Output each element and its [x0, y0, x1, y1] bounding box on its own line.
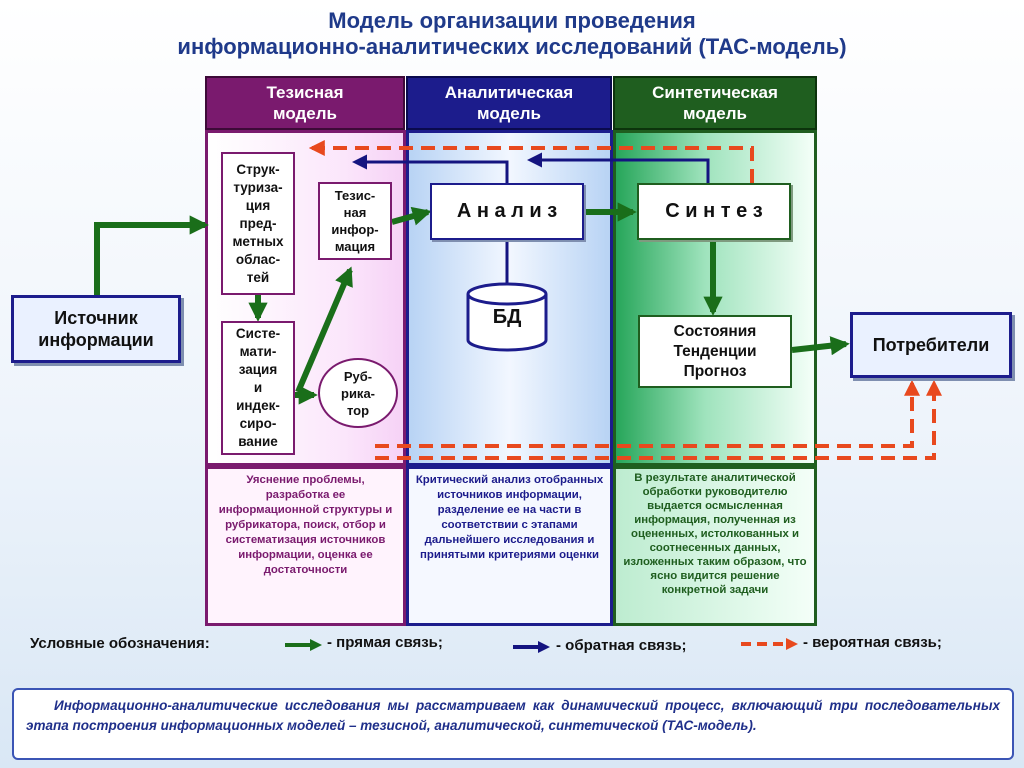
systematization-line: зация: [238, 362, 278, 377]
database-label: БД: [492, 306, 522, 328]
legend-title: Условные обозначения:: [30, 635, 210, 652]
structuring-line: ция: [245, 197, 271, 213]
direct-arrow-states-to-consumers: [791, 336, 850, 356]
synthetic-header-line1: Синтетическая: [652, 83, 778, 102]
analysis-node: А н а л и з: [430, 183, 584, 240]
synthetic-description: В результате аналитической обработки рук…: [613, 466, 817, 626]
systematization-line: Систе-: [235, 326, 281, 341]
rubricator-line: тор: [346, 402, 370, 418]
rubricator-node: Руб-рика-тор: [318, 358, 398, 428]
analytic-header-line2: модель: [476, 104, 541, 123]
database-cylinder-icon: [466, 282, 548, 352]
page-title-line1: Модель организации проведения: [328, 8, 696, 33]
states-line: Состояния: [673, 322, 757, 340]
thesis-header-line2: модель: [272, 104, 337, 123]
thesis-info-node: Тезис-ная инфор-мация: [318, 182, 392, 260]
footnote-text: Информационно-аналитические исследования…: [12, 688, 1014, 760]
thesis-info-line: инфор-: [331, 222, 379, 237]
probable-arrow-feedback-to-consumers: [375, 379, 942, 460]
consumers-node: Потребители: [850, 312, 1012, 378]
analytic-header-line1: Аналитическая: [444, 83, 574, 102]
structuring-node: Струк-туриза-ция пред-метных облас-тей: [221, 152, 295, 295]
direct-arrow-thesis-info-to-analysis: [391, 206, 432, 226]
systematization-line: вание: [238, 434, 278, 449]
states-line: Прогноз: [683, 362, 747, 380]
page-title-line2: информационно-аналитических исследований…: [177, 34, 847, 59]
analytic-model-header: Аналитическая модель: [406, 76, 612, 130]
structuring-line: пред-: [239, 215, 277, 231]
source-line2: информации: [38, 330, 154, 350]
structuring-line: метных: [232, 233, 284, 249]
feedback-arrow-analysis-to-thesis: [352, 154, 509, 183]
thesis-info-line: ная: [343, 205, 367, 220]
legend-feedback-label: - обратная связь;: [556, 637, 687, 654]
structuring-line: тей: [246, 269, 270, 285]
structuring-lines: Струк-туриза-ция пред-метных облас-тей: [232, 161, 283, 287]
thesis-info-line: мация: [334, 239, 376, 254]
direct-arrow-source-to-structuring: [94, 215, 209, 295]
thesis-model-header: Тезисная модель: [205, 76, 405, 130]
legend-direct-label: - прямая связь;: [327, 634, 443, 651]
structuring-line: Струк-: [236, 161, 280, 177]
rubricator-line: рика-: [341, 385, 375, 401]
synthetic-header-line2: модель: [682, 104, 747, 123]
legend-probable-label: - вероятная связь;: [803, 634, 942, 651]
source-line1: Источник: [54, 308, 138, 328]
thesis-info-lines: Тезис-ная инфор-мация: [331, 187, 378, 255]
rubricator-line: Руб-: [343, 368, 373, 384]
thesis-description: Уяснение проблемы, разработка ее информа…: [205, 466, 406, 626]
database-node: БД: [466, 282, 548, 352]
structuring-line: облас-: [235, 251, 281, 267]
legend-direct-arrow-icon: [285, 639, 322, 651]
states-line: Тенденции: [673, 342, 757, 360]
legend-probable-arrow-icon: [741, 638, 798, 650]
probable-arrow-thesis-to-consumers: [375, 379, 920, 448]
systematization-line: мати-: [239, 344, 277, 359]
legend-feedback-arrow-icon: [513, 641, 550, 653]
synthesis-node: С и н т е з: [637, 183, 791, 240]
structuring-line: туриза-: [233, 179, 283, 195]
systematization-line: и: [253, 380, 263, 395]
feedback-arrow-synthesis-to-analysis: [527, 152, 710, 183]
thesis-header-line1: Тезисная: [266, 83, 344, 102]
thesis-info-line: Тезис-: [334, 188, 376, 203]
synthetic-model-header: Синтетическая модель: [613, 76, 817, 130]
systematization-lines: Систе-мати-зация и индек-сиро-вание: [236, 325, 280, 451]
direct-arrow-systematization-to-thesis-info: [295, 266, 353, 394]
systematization-line: сиро-: [239, 416, 277, 431]
probable-arrow-synthesis-to-thesis: [308, 140, 754, 183]
systematization-line: индек-: [236, 398, 280, 413]
systematization-node: Систе-мати-зация и индек-сиро-вание: [221, 321, 295, 455]
rubricator-lines: Руб-рика-тор: [341, 368, 375, 419]
analytic-description: Критический анализ отобранных источников…: [406, 466, 613, 626]
